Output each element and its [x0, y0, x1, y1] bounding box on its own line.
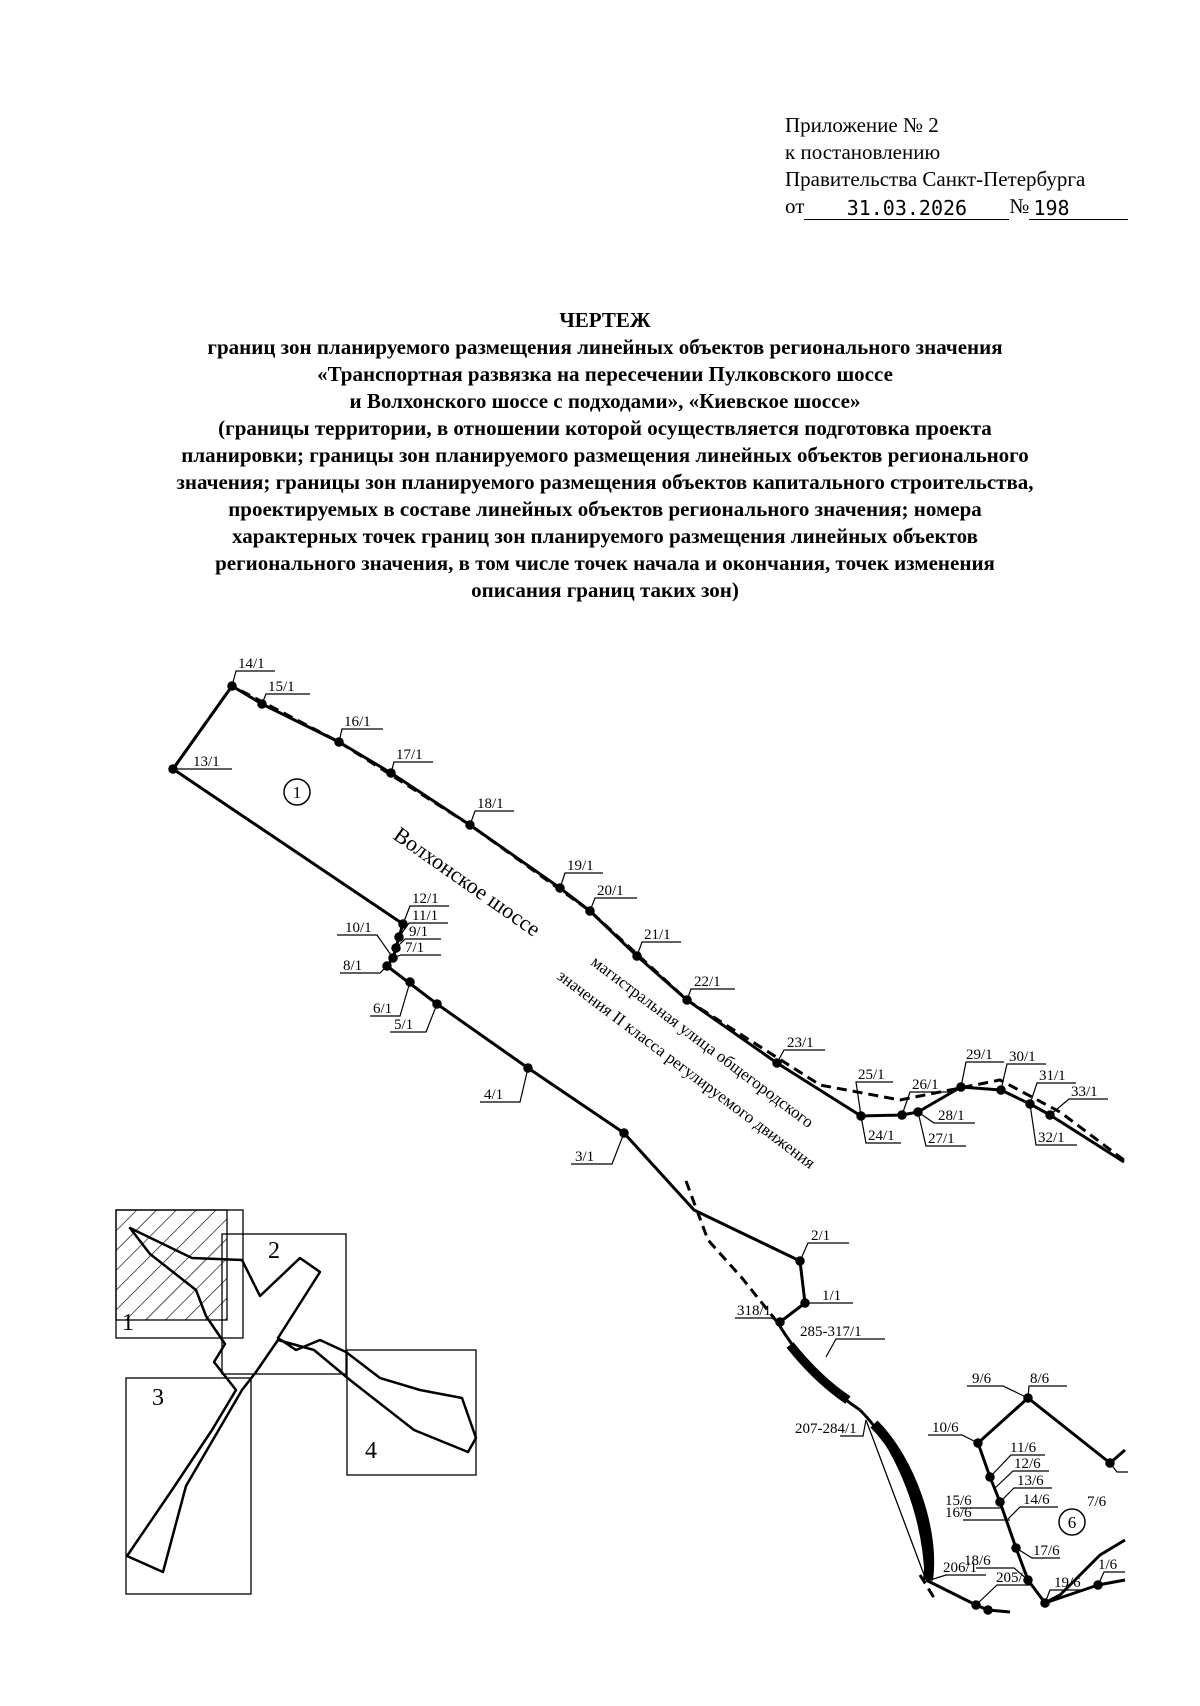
- point-label: 8/1: [343, 958, 362, 974]
- index-sheet-label: 3: [152, 1385, 164, 1411]
- project-territory-line: [171, 684, 1125, 1602]
- point-label: 16/1: [344, 714, 371, 730]
- point-label: 30/1: [1009, 1049, 1036, 1065]
- title-line: регионального значения, в том числе точе…: [215, 551, 995, 575]
- point-label: 16/6: [945, 1505, 972, 1521]
- point-label: 24/1: [868, 1128, 895, 1144]
- point-label: 14/6: [1023, 1492, 1050, 1508]
- index-map: 1 2 3 4: [115, 1209, 478, 1595]
- point-label: 285-317/1: [800, 1324, 862, 1340]
- resolution-date: 31.03.2026: [804, 197, 1010, 220]
- point-label: 4/1: [484, 1087, 503, 1103]
- appendix-header: Приложение № 2 к постановлению Правитель…: [785, 112, 1145, 220]
- point-label: 29/1: [966, 1047, 993, 1063]
- point-label: 18/6: [964, 1553, 991, 1569]
- point-label: 15/6: [945, 1493, 972, 1509]
- point-label: 206/1: [943, 1560, 977, 1576]
- index-sheet-label: 4: [365, 1438, 377, 1464]
- title-line: и Волхонского шоссе с подходами», «Киевс…: [349, 389, 861, 413]
- index-sheet-label: 1: [122, 1310, 134, 1336]
- point-label: 7/6: [1087, 1494, 1107, 1510]
- document-title: ЧЕРТЕЖ границ зон планируемого размещени…: [110, 307, 1100, 604]
- point-label: 3/1: [575, 1149, 594, 1165]
- point-label: 5/1: [394, 1017, 413, 1033]
- title-line: значения; границы зон планируемого разме…: [176, 470, 1034, 494]
- point-label: 33/1: [1071, 1084, 1098, 1100]
- point-label: 17/1: [396, 747, 423, 763]
- from-label: от: [785, 194, 805, 218]
- point-label: 10/6: [932, 1420, 959, 1436]
- title-line: границ зон планируемого размещения линей…: [207, 335, 1003, 359]
- title-line: (границы территории, в отношении которой…: [218, 416, 992, 440]
- svg-text:6: 6: [1068, 1513, 1077, 1532]
- number-label: №: [1009, 194, 1030, 218]
- point-label: 205/1: [996, 1570, 1030, 1586]
- point-label: 6/1: [373, 1001, 392, 1017]
- point-labels: 14/1 15/1 16/1 17/1 13/1 18/1 19/1 20/1 …: [193, 656, 1118, 1591]
- date-number-row: от 31.03.2026 № 198: [785, 193, 1145, 220]
- resolution-number: 198: [1029, 197, 1129, 220]
- point-label: 11/6: [1010, 1440, 1037, 1456]
- point-label: 13/6: [1017, 1473, 1044, 1489]
- government-text: Правительства Санкт-Петербурга: [785, 167, 1086, 191]
- point-label: 25/1: [858, 1067, 885, 1083]
- point-label: 26/1: [912, 1077, 939, 1093]
- point-label: 28/1: [938, 1108, 965, 1124]
- point-label: 9/1: [409, 924, 428, 940]
- point-label: 1/1: [822, 1288, 841, 1304]
- to-resolution-text: к постановлению: [785, 140, 941, 164]
- point-label: 2/1: [811, 1228, 830, 1244]
- point-label: 14/1: [238, 656, 265, 672]
- point-label: 13/1: [193, 754, 220, 770]
- title-line: «Транспортная развязка на пересечении Пу…: [317, 362, 893, 386]
- point-label: 15/1: [268, 679, 295, 695]
- point-label: 9/6: [972, 1371, 992, 1387]
- south-road-section: [776, 1322, 1011, 1614]
- index-sheet-label: 2: [268, 1238, 280, 1264]
- point-label: 12/6: [1014, 1456, 1041, 1472]
- point-label: 19/6: [1054, 1575, 1081, 1591]
- title-line: проектируемых в составе линейных объекто…: [228, 497, 982, 521]
- point-label: 12/1: [412, 891, 439, 907]
- point-label: 22/1: [694, 974, 721, 990]
- boundary-point-markers: [168, 681, 1115, 1615]
- svg-text:1: 1: [293, 783, 302, 802]
- point-label: 11/1: [412, 908, 438, 924]
- point-label: 207-284/1: [795, 1421, 857, 1437]
- zone-1-marker: 1: [283, 778, 311, 806]
- zone-6-marker: 6: [1058, 1508, 1086, 1536]
- point-label: 1/6: [1098, 1557, 1118, 1573]
- title-line: планировки; границы зон планируемого раз…: [181, 443, 1029, 467]
- point-label: 17/6: [1033, 1543, 1060, 1559]
- title-line: описания границ таких зон): [471, 578, 739, 602]
- point-label: 32/1: [1038, 1130, 1065, 1146]
- point-label: 31/1: [1039, 1068, 1066, 1084]
- title-heading: ЧЕРТЕЖ: [559, 308, 651, 332]
- label-leaders: [173, 670, 1128, 1606]
- title-line: характерных точек границ зон планируемог…: [232, 524, 978, 548]
- point-label: 27/1: [928, 1131, 955, 1147]
- appendix-number: Приложение № 2: [785, 113, 939, 137]
- point-label: 20/1: [597, 883, 624, 899]
- point-label: 8/6: [1030, 1371, 1050, 1387]
- point-label: 7/1: [405, 940, 424, 956]
- point-label: 19/1: [567, 858, 594, 874]
- point-label: 10/1: [345, 920, 372, 936]
- point-label: 18/1: [477, 796, 504, 812]
- point-label: 21/1: [644, 927, 671, 943]
- point-label: 318/1: [737, 1303, 771, 1319]
- point-label: 23/1: [787, 1035, 814, 1051]
